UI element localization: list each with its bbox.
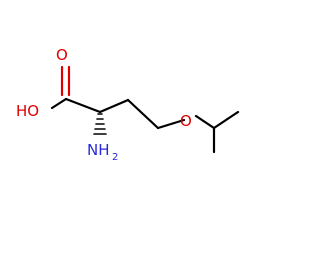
hydroxyl-label: HO (16, 102, 39, 120)
calpha-cbeta-bond (98, 98, 130, 114)
o-ch-bond (194, 114, 216, 130)
amine-label: NH (87, 141, 110, 159)
amine-subscript: 2 (112, 152, 118, 163)
structure-diagram: O HO NH 2 O (16, 46, 240, 163)
cgamma-o-bond (156, 118, 186, 130)
ether-oxygen-label: O (180, 112, 192, 130)
c-calpha-bond (64, 97, 102, 114)
ch-methyl1-bond (212, 110, 240, 130)
c-oh-bond (50, 97, 68, 110)
structure-canvas: O HO NH 2 O (16, 46, 240, 163)
cbeta-cgamma-bond (126, 98, 160, 130)
carbonyl-oxygen-label: O (56, 46, 68, 64)
hashed-wedge (93, 113, 107, 135)
